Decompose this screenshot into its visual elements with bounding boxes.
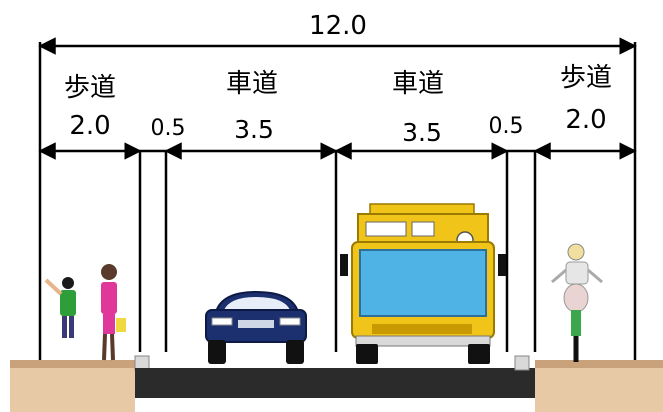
cyclist-icon <box>551 243 603 362</box>
curb-left <box>134 355 150 371</box>
truck-icon <box>340 203 506 364</box>
carriageway-left-label: 車道 <box>226 69 278 99</box>
road-base <box>135 398 535 412</box>
sidewalk-left-label: 歩道 <box>64 73 116 103</box>
sidewalk-right-width: 2.0 <box>565 105 606 135</box>
sidewalk-left-top <box>10 360 135 368</box>
carriageway-right-width: 3.5 <box>402 118 442 147</box>
road-surface <box>135 368 535 398</box>
curb-right <box>514 355 530 371</box>
sedan-car-icon <box>205 290 307 364</box>
carriageway-right-label: 車道 <box>392 69 444 99</box>
carriageway-left-width: 3.5 <box>234 115 274 144</box>
shoulder-left-width: 0.5 <box>151 116 186 141</box>
sidewalk-right-top <box>535 360 663 368</box>
sidewalk-right-surface <box>535 362 663 412</box>
ground <box>10 355 663 412</box>
total-width-label: 12.0 <box>309 11 367 41</box>
sidewalk-left-width: 2.0 <box>69 111 110 141</box>
sidewalk-left-surface <box>10 362 135 412</box>
shoulder-right-width: 0.5 <box>489 114 524 139</box>
sidewalk-right-label: 歩道 <box>560 63 612 93</box>
extension-lines <box>38 42 637 360</box>
pedestrians-icon <box>44 264 126 361</box>
